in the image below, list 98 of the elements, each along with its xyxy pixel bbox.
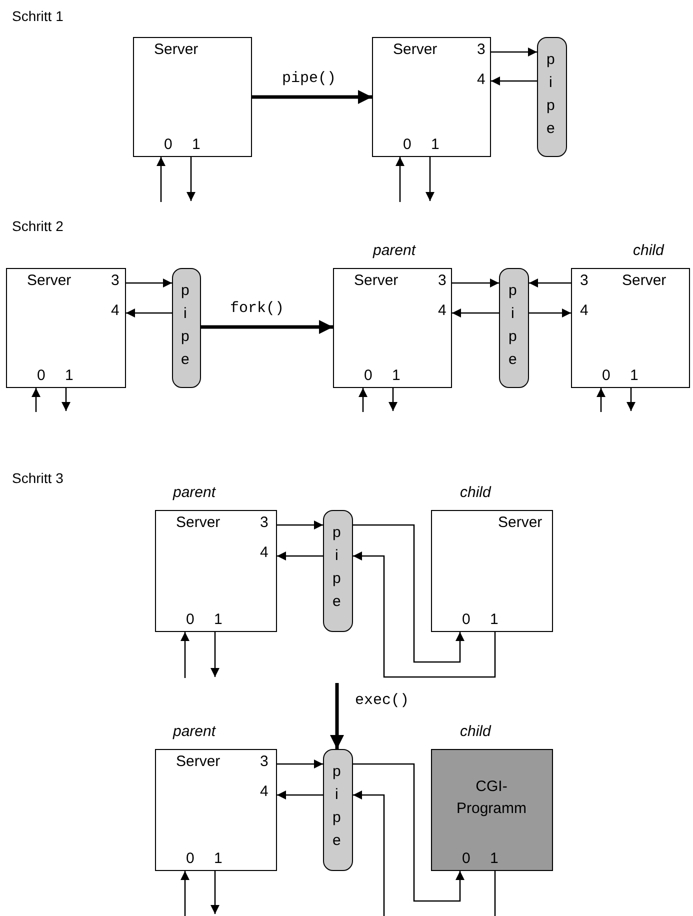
arrow	[353, 790, 385, 916]
pipe-capsule	[323, 510, 353, 632]
arrow	[210, 632, 220, 677]
descriptor-number: 4	[260, 544, 268, 561]
descriptor-number: 0	[164, 136, 172, 153]
role-label: parent	[373, 242, 416, 259]
descriptor-number: 0	[403, 136, 412, 153]
arrow	[252, 90, 372, 104]
step-heading: Schritt 2	[12, 218, 64, 235]
descriptor-number: 3	[580, 272, 588, 289]
step-heading: Schritt 3	[12, 470, 64, 487]
pipe-label: p i p e	[332, 762, 341, 851]
descriptor-number: 1	[490, 611, 498, 628]
arrow	[180, 871, 190, 916]
arrow	[277, 790, 323, 800]
descriptor-number: 0	[462, 850, 470, 867]
descriptor-number: 1	[431, 136, 440, 153]
connector-line	[494, 871, 496, 916]
arrow	[62, 388, 70, 411]
process-name: Server	[176, 753, 220, 770]
arrow	[277, 552, 323, 560]
descriptor-number: 3	[477, 41, 486, 58]
arrow	[277, 520, 323, 530]
arrow	[452, 308, 499, 318]
descriptor-number: 0	[37, 367, 46, 384]
step-heading: Schritt 1	[12, 8, 64, 25]
edge-label: fork()	[230, 300, 284, 317]
process-name: Server	[176, 514, 220, 531]
edge-label: exec()	[355, 692, 410, 709]
arrow	[596, 388, 606, 412]
arrow	[529, 308, 571, 318]
descriptor-number: 1	[490, 850, 498, 867]
process-box	[372, 37, 491, 157]
role-label: child	[460, 484, 491, 501]
arrow	[126, 308, 172, 318]
arrow	[396, 157, 404, 202]
role-label: parent	[173, 484, 216, 501]
arrow	[330, 683, 344, 749]
descriptor-number: 4	[438, 302, 446, 319]
arrow	[491, 48, 537, 56]
arrow	[452, 278, 499, 288]
descriptor-number: 4	[260, 783, 268, 800]
arrow	[353, 524, 464, 663]
pipe-label: p i p e	[546, 50, 555, 139]
descriptor-number: 3	[260, 753, 268, 770]
arrow	[426, 157, 434, 201]
descriptor-number: 4	[580, 302, 588, 319]
arrow	[353, 763, 464, 902]
role-label: parent	[173, 723, 216, 740]
arrow	[358, 388, 368, 412]
process-box	[6, 268, 126, 388]
process-name: Server	[498, 514, 542, 531]
process-name: Server	[354, 272, 398, 289]
descriptor-number: 0	[186, 850, 194, 867]
arrow	[126, 278, 172, 288]
pipe-capsule	[172, 268, 201, 388]
program-name: CGI- Programm	[456, 777, 526, 819]
descriptor-number: 1	[630, 367, 638, 384]
descriptor-number: 1	[392, 367, 400, 384]
arrow	[529, 278, 571, 288]
arrow	[201, 320, 333, 334]
pipe-capsule	[537, 37, 567, 157]
arrow	[626, 388, 636, 411]
descriptor-number: 0	[602, 367, 610, 384]
process-name: Server	[393, 41, 438, 58]
arrow	[210, 871, 220, 914]
edge-label: pipe()	[282, 70, 336, 87]
descriptor-number: 3	[438, 272, 446, 289]
arrow	[186, 157, 196, 201]
process-box	[133, 37, 252, 157]
descriptor-number: 1	[214, 611, 222, 628]
arrow	[353, 552, 496, 678]
descriptor-number: 3	[111, 272, 120, 289]
descriptor-number: 1	[192, 136, 200, 153]
descriptor-number: 0	[186, 611, 194, 628]
pipe-capsule	[499, 268, 529, 388]
arrow	[32, 388, 40, 412]
pipe-label: p i p e	[332, 523, 341, 612]
process-name: Server	[622, 272, 666, 289]
arrow	[388, 388, 398, 411]
pipe-label: p i p e	[181, 281, 190, 370]
arrow	[277, 760, 323, 768]
descriptor-number: 1	[214, 850, 222, 867]
descriptor-number: 1	[65, 367, 74, 384]
descriptor-number: 4	[111, 302, 120, 319]
pipe-capsule	[323, 749, 353, 871]
process-name: Server	[154, 41, 198, 58]
descriptor-number: 4	[477, 71, 486, 88]
descriptor-number: 0	[364, 367, 372, 384]
arrow	[491, 76, 537, 86]
descriptor-number: 3	[260, 514, 268, 531]
arrow	[180, 632, 190, 678]
role-label: child	[633, 242, 664, 259]
arrow	[156, 157, 166, 202]
role-label: child	[460, 723, 491, 740]
process-name: Server	[27, 272, 72, 289]
descriptor-number: 0	[462, 611, 470, 628]
pipe-label: p i p e	[508, 281, 517, 370]
